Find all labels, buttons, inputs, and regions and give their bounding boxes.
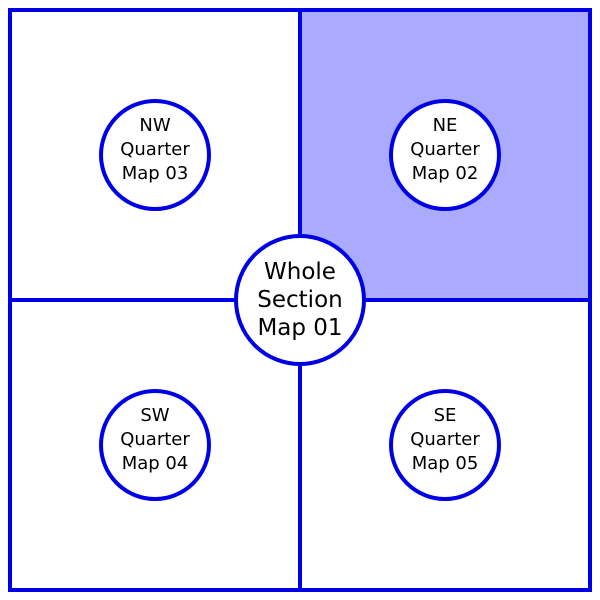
- nw-quarter-map-button[interactable]: NW Quarter Map 03: [99, 99, 211, 211]
- ne-direction-label: NE: [433, 115, 458, 136]
- nw-kind-label: Quarter: [120, 139, 190, 160]
- ne-quarter-map-button[interactable]: NE Quarter Map 02: [389, 99, 501, 211]
- nw-circle: [99, 99, 211, 211]
- ne-map-label: Map 02: [412, 163, 479, 184]
- se-circle: [389, 389, 501, 501]
- sw-map-label: Map 04: [122, 453, 189, 474]
- nw-direction-label: NW: [139, 115, 170, 136]
- center-line2-label: Section: [257, 287, 342, 313]
- center-line3-label: Map 01: [257, 315, 342, 341]
- sw-quarter-map-button[interactable]: SW Quarter Map 04: [99, 389, 211, 501]
- center-circle: [234, 234, 366, 366]
- sw-circle: [99, 389, 211, 501]
- sw-direction-label: SW: [140, 405, 169, 426]
- se-quarter-map-button[interactable]: SE Quarter Map 05: [389, 389, 501, 501]
- center-line1-label: Whole: [264, 259, 336, 285]
- sw-kind-label: Quarter: [120, 429, 190, 450]
- ne-kind-label: Quarter: [410, 139, 480, 160]
- se-direction-label: SE: [434, 405, 457, 426]
- se-kind-label: Quarter: [410, 429, 480, 450]
- ne-circle: [389, 99, 501, 211]
- se-map-label: Map 05: [412, 453, 479, 474]
- nw-map-label: Map 03: [122, 163, 189, 184]
- whole-section-map-button[interactable]: Whole Section Map 01: [234, 234, 366, 366]
